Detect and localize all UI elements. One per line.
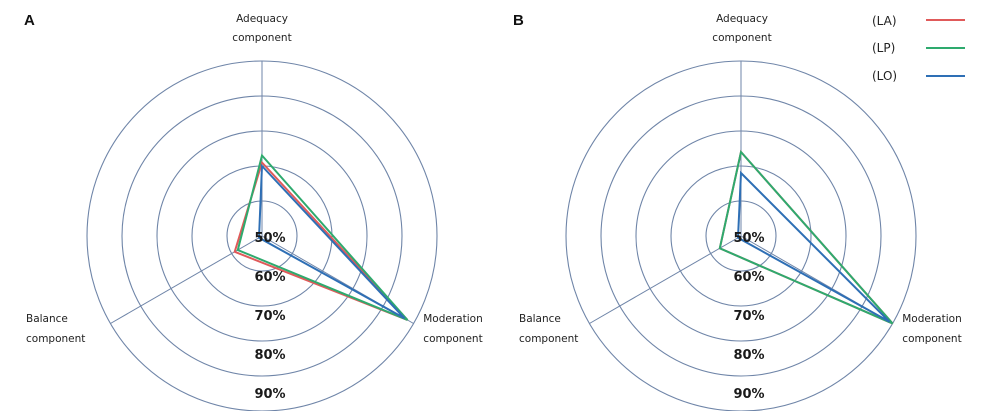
- ring-label-50pct: 50%: [733, 231, 764, 246]
- ring-label-90pct: 90%: [733, 387, 764, 402]
- ring-label-70pct: 70%: [733, 309, 764, 324]
- panel-label-b: B: [513, 12, 524, 29]
- radar-panel-a: A Adequacy component Moderation componen…: [24, 12, 483, 411]
- axis-label-moderation-a: Moderation: [423, 313, 482, 325]
- axis-label-balance-a-line2: component: [26, 333, 85, 345]
- radar-panel-b: B Adequacy component Moderation componen…: [513, 12, 962, 411]
- legend-label-lo: (LO): [872, 69, 897, 83]
- axis-label-adequacy-b: Adequacy: [716, 13, 768, 25]
- ring-label-90pct: 90%: [254, 387, 285, 402]
- axis-label-adequacy-b-line2: component: [712, 32, 771, 44]
- spoke-balance: [589, 235, 742, 324]
- ring-label-70pct: 70%: [254, 309, 285, 324]
- ring-label-80pct: 80%: [254, 348, 285, 363]
- axis-label-balance-a: Balance: [26, 313, 68, 325]
- axis-label-balance-b-line2: component: [519, 333, 578, 345]
- ring-label-50pct: 50%: [254, 231, 285, 246]
- axis-label-adequacy-a: Adequacy: [236, 13, 288, 25]
- ring-labels-b: 50% 60% 70% 80% 90%: [733, 231, 764, 402]
- legend-label-la: (LA): [872, 14, 897, 28]
- axis-label-moderation-a-line2: component: [423, 333, 482, 345]
- ring-label-60pct: 60%: [733, 270, 764, 285]
- series-lo-polygon: [257, 163, 406, 320]
- ring-labels-a: 50% 60% 70% 80% 90%: [254, 231, 285, 402]
- legend: (LA) (LP) (LO): [872, 14, 965, 83]
- radar-series-b: [718, 149, 894, 325]
- series-lo-polygon: [736, 170, 891, 323]
- axis-label-moderation-b: Moderation: [902, 313, 961, 325]
- ring-label-60pct: 60%: [254, 270, 285, 285]
- radar-series-a: [233, 153, 409, 321]
- ring-label-80pct: 80%: [733, 348, 764, 363]
- spoke-balance: [110, 235, 263, 324]
- series-lp-polygon: [718, 149, 894, 325]
- axis-label-balance-b: Balance: [519, 313, 561, 325]
- axis-label-adequacy-a-line2: component: [232, 32, 291, 44]
- series-lp-polygon: [236, 153, 409, 321]
- axis-label-moderation-b-line2: component: [902, 333, 961, 345]
- legend-label-lp: (LP): [872, 41, 895, 55]
- panel-label-a: A: [24, 12, 35, 29]
